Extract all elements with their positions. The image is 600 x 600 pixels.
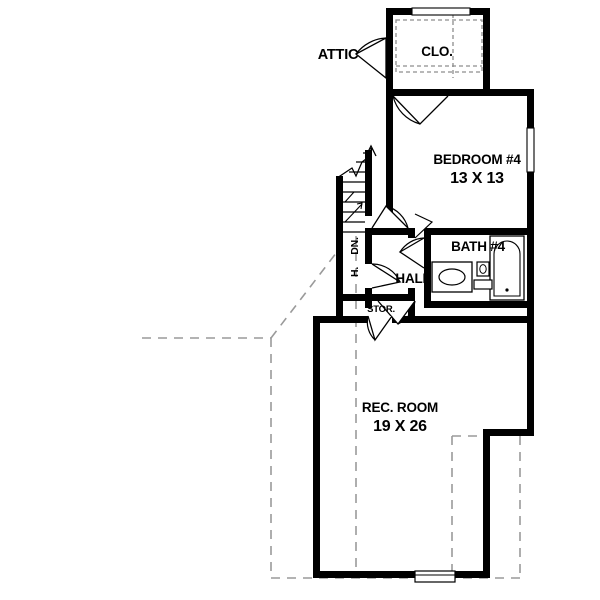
wall-rec-jog xyxy=(483,429,534,436)
toilet-base xyxy=(473,279,493,290)
sink-bowl xyxy=(438,268,466,286)
door-closet xyxy=(392,95,449,125)
door-bath4-arc xyxy=(399,237,425,253)
door-attic-leaf xyxy=(354,36,387,80)
wall-rec-right-upper xyxy=(527,308,534,436)
wall-bath-bottom xyxy=(424,301,534,308)
wall-stair-left xyxy=(336,176,343,308)
wall-rec-bottom-left xyxy=(313,571,415,578)
wall-rec-right-lower xyxy=(483,429,490,578)
door-bath4 xyxy=(398,237,425,269)
wall-storage-bottom-right xyxy=(392,316,415,323)
wall-bedroom-top xyxy=(386,89,534,96)
stair-break-line xyxy=(336,147,373,179)
door-storage-arc xyxy=(366,315,376,341)
wall-storage-top xyxy=(336,294,374,301)
toilet xyxy=(473,261,493,290)
door-bedroom4-arc xyxy=(385,205,409,229)
wall-bedroom-left xyxy=(386,96,393,216)
door-hall-left xyxy=(371,263,402,289)
label-bath4: BATH #4 xyxy=(451,239,506,254)
wall-bedroom-right-lower xyxy=(527,216,534,308)
label-attic: ATTIC xyxy=(318,47,359,63)
wall-hall-right-top xyxy=(408,228,415,238)
closet-shelf-lines xyxy=(395,14,483,78)
wall-bedroom-bottom xyxy=(424,228,534,235)
staircase xyxy=(336,144,377,233)
wall-bath-left xyxy=(424,228,431,308)
label-bedroom4-name: BEDROOM #4 xyxy=(433,152,521,167)
bath-fixtures xyxy=(431,235,525,301)
wall-rec-left xyxy=(313,316,320,578)
label-rec-room-dim: 19 X 26 xyxy=(373,418,427,435)
walls xyxy=(313,8,534,578)
bathtub-drain xyxy=(505,288,509,292)
bathtub xyxy=(489,235,525,301)
wall-closet-right xyxy=(483,8,490,96)
label-closet: CLO. xyxy=(421,44,452,59)
stair-tread-arrows xyxy=(344,191,363,223)
stair-direction-arrow xyxy=(365,144,377,215)
closet-shelf-rect xyxy=(395,19,483,73)
wall-storage-right xyxy=(408,301,415,316)
door-attic-arc xyxy=(355,37,387,55)
wall-stair-right-upper xyxy=(365,150,372,216)
door-hall-upper-right-leaf xyxy=(414,213,434,239)
ghost-outline-below xyxy=(142,236,521,579)
wall-closet-left xyxy=(386,8,393,96)
wall-rec-top-right xyxy=(415,316,534,323)
wall-rec-bottom-right xyxy=(455,571,490,578)
wall-hall-top xyxy=(372,228,408,235)
door-hall-left-arc xyxy=(371,263,401,283)
window-bedroom-right xyxy=(526,127,535,173)
wall-stair-right-mid xyxy=(365,228,372,264)
door-hall-upper-right xyxy=(414,213,434,239)
door-bath4-leaf xyxy=(398,237,425,269)
window-closet-top xyxy=(411,7,471,16)
door-hall-bottom xyxy=(377,300,416,326)
doors xyxy=(354,36,449,342)
door-closet-leaf xyxy=(392,95,449,125)
ghost-line-diagonal xyxy=(270,247,341,339)
toilet-bowl xyxy=(479,264,487,274)
wall-storage-top-right xyxy=(372,294,415,301)
door-bedroom4 xyxy=(371,204,409,229)
label-storage: STOR. xyxy=(367,304,395,315)
door-hall-bottom-arc xyxy=(397,300,416,325)
label-hall: HALL xyxy=(395,271,430,286)
label-bedroom4-dim: 13 X 13 xyxy=(450,170,504,187)
label-stair-h: H. xyxy=(349,267,361,277)
door-storage xyxy=(366,315,393,342)
vanity-sink xyxy=(431,261,473,293)
wall-storage-bottom-left xyxy=(313,316,368,323)
room-labels: ATTIC CLO. BEDROOM #4 13 X 13 BATH #4 HA… xyxy=(318,44,522,435)
bathtub-basin xyxy=(493,240,521,297)
door-closet-arc xyxy=(392,95,421,125)
window-rec-bottom xyxy=(414,570,456,583)
label-stair-dn: DN. xyxy=(349,237,361,255)
wall-storage-left xyxy=(336,301,343,316)
door-attic xyxy=(354,36,387,80)
label-rec-room-name: REC. ROOM xyxy=(362,400,438,415)
windows xyxy=(411,7,535,583)
